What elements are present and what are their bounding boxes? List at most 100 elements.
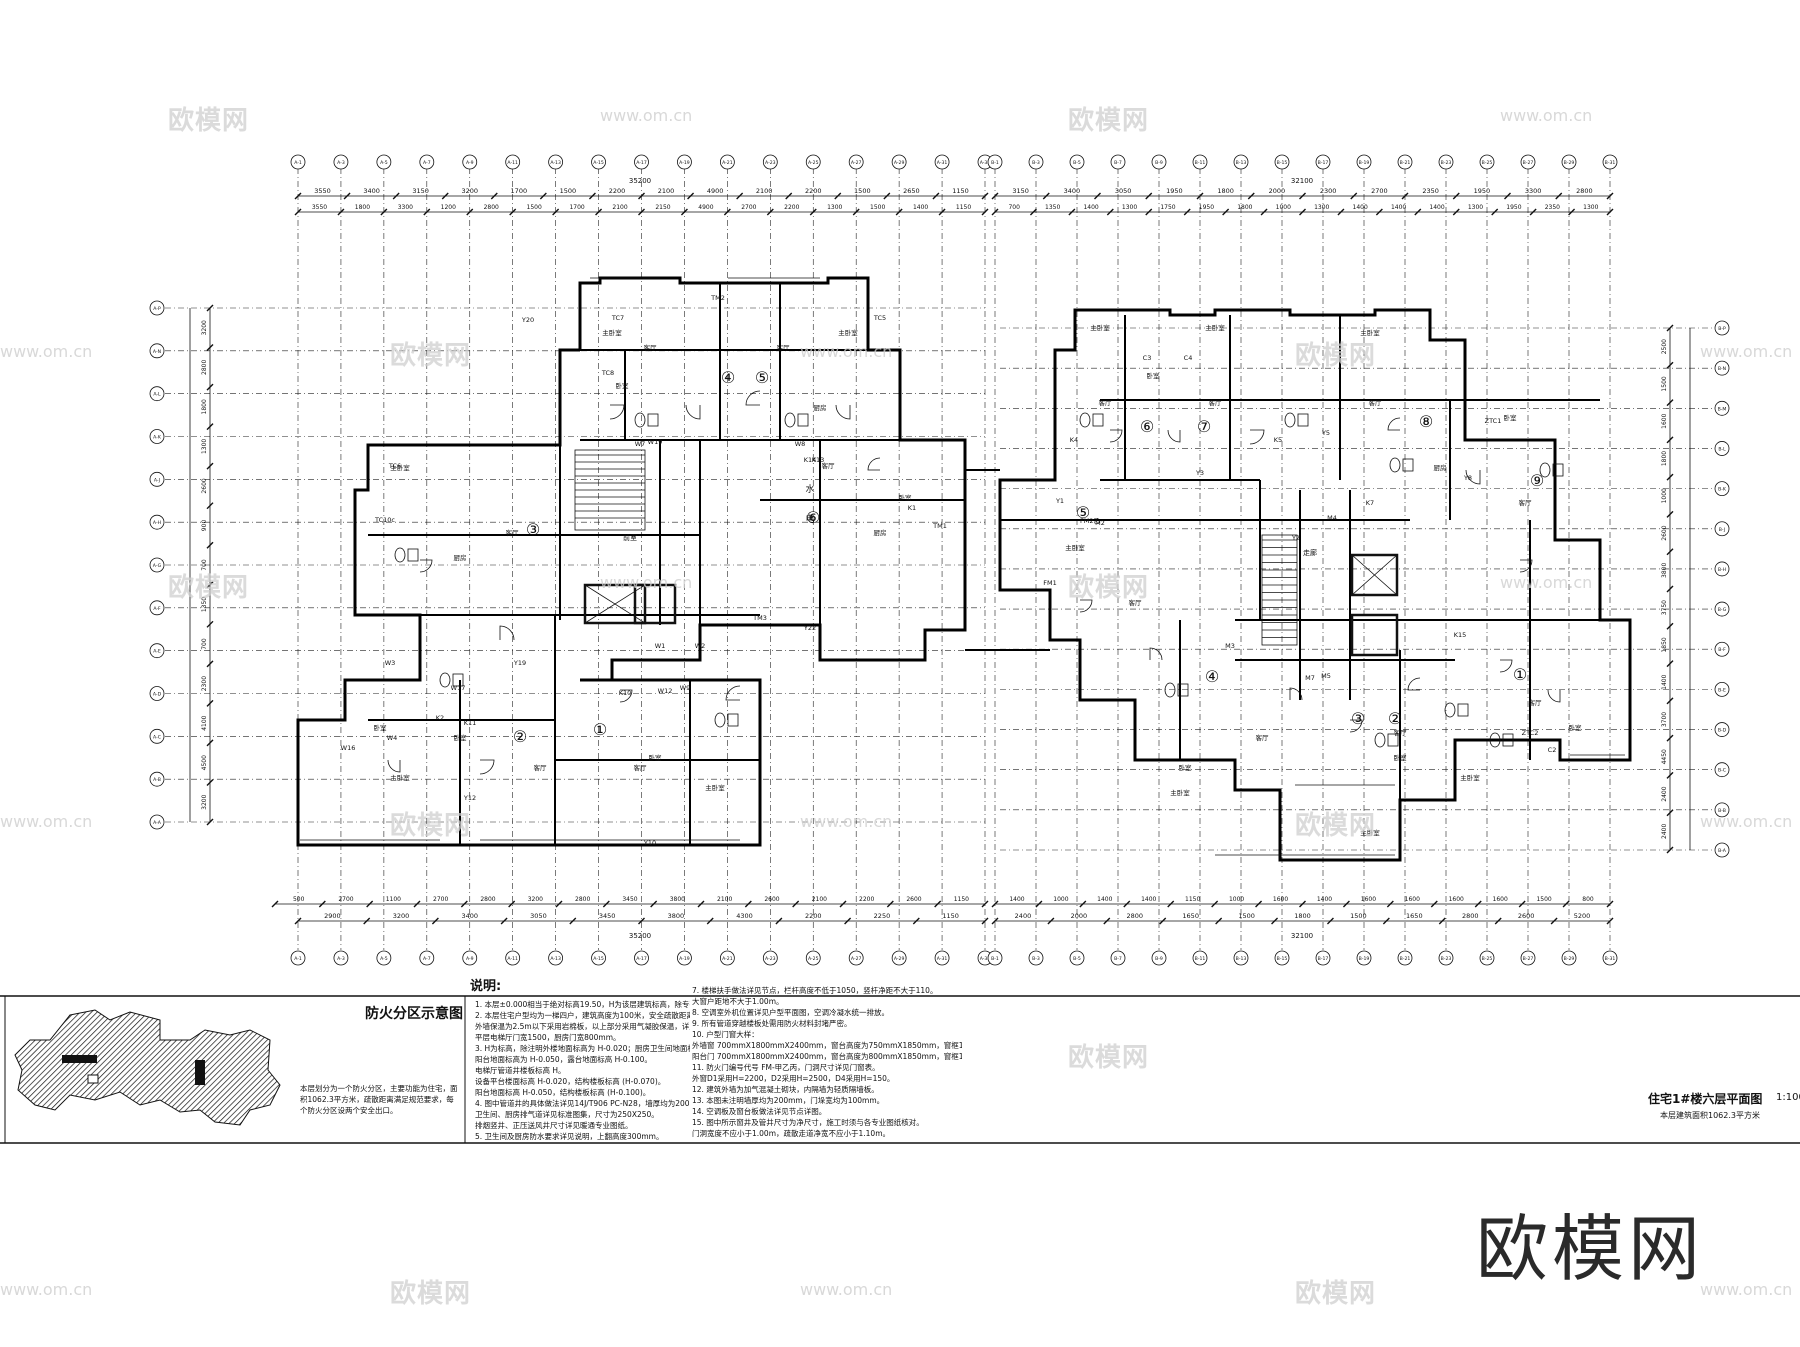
dimension-tick — [1375, 208, 1383, 216]
basin-fixture — [1092, 413, 1104, 427]
door-swing — [1249, 429, 1265, 445]
dimension-text: 2400 — [1661, 824, 1668, 839]
room-label: 客厅 — [822, 461, 836, 470]
axis-label: A-1 — [294, 956, 302, 962]
axis-bubble — [1069, 154, 1085, 170]
dimension-tick — [844, 917, 852, 925]
dimension-total: 35200 — [629, 932, 651, 940]
dimension-tick — [981, 917, 989, 925]
dimension-text: 1100 — [386, 896, 401, 903]
room-label: 厨房 — [874, 528, 887, 537]
dimension-text: 2200 — [805, 187, 822, 195]
dimension-tick — [1666, 399, 1674, 407]
axis-label: B-27 — [1523, 956, 1534, 962]
room-label: 厨房 — [454, 553, 467, 562]
door-window-tag: Y1 — [1055, 497, 1064, 505]
dimension-tick — [1042, 192, 1050, 200]
dimension-tick — [1529, 208, 1537, 216]
axis-bubble — [149, 300, 165, 316]
axis-bubble — [1356, 154, 1372, 170]
elevator-shaft — [1350, 553, 1399, 597]
axis-label: B-13 — [1236, 160, 1247, 166]
note-line: 16. 所有给排水留洞位置详见给排水专业图纸。 — [692, 1139, 962, 1140]
room-label: 客厅 — [1519, 498, 1533, 507]
dimension-tick — [1606, 208, 1614, 216]
dimension-tick — [1299, 192, 1306, 200]
dimension-tick — [509, 208, 517, 216]
axis-bubble — [149, 771, 165, 787]
axis-bubble — [419, 950, 435, 966]
watermark-url: www.om.cn — [600, 106, 693, 125]
axis-label: A-F — [153, 606, 161, 612]
room-label: 客厅 — [1099, 398, 1113, 407]
dimension-tick — [766, 208, 774, 216]
dimension-total: 32100 — [1291, 932, 1313, 940]
dimension-text: 1800 — [1294, 912, 1311, 920]
watermark-url: www.om.cn — [0, 1280, 93, 1299]
dimension-tick — [1666, 622, 1674, 630]
dimension-text: 1600 — [1449, 896, 1464, 903]
basin-fixture — [727, 713, 739, 727]
dimension-text: 2100 — [756, 187, 773, 195]
room-label: 卧室 — [1147, 371, 1161, 380]
axis-label: A-5 — [380, 160, 388, 166]
toilet-fixture — [714, 712, 726, 728]
dimension-text: 2150 — [655, 204, 670, 211]
unit-number: ① — [1513, 665, 1527, 684]
unit-number: ④ — [721, 368, 735, 387]
axis-bubble — [1602, 950, 1618, 966]
watermark-logo: 欧模网 — [390, 1279, 472, 1309]
door-window-tag: M3 — [1225, 642, 1235, 650]
basin-fixture — [797, 413, 809, 427]
room-label: 卧室 — [1179, 763, 1193, 772]
axis-bubble — [1274, 154, 1290, 170]
door-swing — [1407, 677, 1421, 691]
axis-bubble — [634, 950, 649, 966]
dimension-tick — [392, 192, 400, 200]
room-label: 水 — [805, 483, 814, 495]
dimension-tick — [839, 900, 847, 908]
toilet-fixture — [1444, 702, 1456, 718]
dimension-text: 2100 — [812, 896, 827, 903]
room-label: 客厅 — [777, 343, 791, 352]
door-window-tag: W16 — [341, 744, 356, 752]
dimension-text: 1000 — [1053, 896, 1068, 903]
dimension-tick — [1094, 192, 1101, 200]
dimension-tick — [809, 208, 817, 216]
axis-bubble — [1233, 950, 1249, 966]
note-line: 外墙保温为2.5m以下采用岩棉板，以上部分采用气凝胶保温，详见节点。 — [475, 1022, 690, 1031]
dimension-tick — [206, 383, 214, 391]
note-line: 阳台门 700mmX1800mmX2400mm，窗台高度为800mmX1850m… — [692, 1052, 962, 1061]
dimension-text: 2200 — [784, 204, 799, 211]
axis-bubble — [987, 154, 1003, 170]
dimension-text: 1000 — [1661, 488, 1668, 503]
axis-label: A-5 — [380, 956, 388, 962]
dimension-tick — [206, 739, 214, 747]
dimension-text: 2100 — [612, 204, 627, 211]
room-label: 主卧室 — [1360, 328, 1380, 337]
axis-bubble — [149, 600, 165, 616]
note-line: 8. 空调室外机位置详见户型平面图，空调冷凝水统一排放。 — [692, 1008, 890, 1017]
dimension-text: 2800 — [575, 896, 590, 903]
room-label: 主卧室 — [1360, 828, 1380, 837]
notes-block: 1. 本层±0.000相当于绝对标高19.50，H为该层建筑标高，除专有标注外图… — [470, 985, 1210, 1140]
room-label: 卧室 — [1394, 753, 1408, 762]
room-label: 卧室 — [374, 723, 388, 732]
dimension-tick — [1666, 809, 1674, 817]
dimension-tick — [1382, 917, 1390, 925]
dimension-text: 1400 — [913, 204, 928, 211]
door-swing — [479, 759, 495, 775]
dimension-tick — [1215, 917, 1223, 925]
dimension-text: 1150 — [952, 187, 969, 195]
axis-bubble — [149, 386, 165, 402]
axis-label: B-31 — [1605, 160, 1616, 166]
door-window-tag: K14 — [804, 456, 817, 464]
axis-label: A-11 — [507, 956, 518, 962]
dimension-tick — [1350, 192, 1358, 200]
dimension-text: 1950 — [1474, 187, 1491, 195]
door-window-tag: W12 — [658, 687, 673, 695]
dimension-tick — [981, 192, 989, 200]
watermark-url: www.om.cn — [1700, 1280, 1793, 1299]
note-line: 阳台地面标高为 H-0.050，露台地面标高 H-0.100。 — [475, 1055, 652, 1064]
dimension-tick — [460, 900, 468, 908]
